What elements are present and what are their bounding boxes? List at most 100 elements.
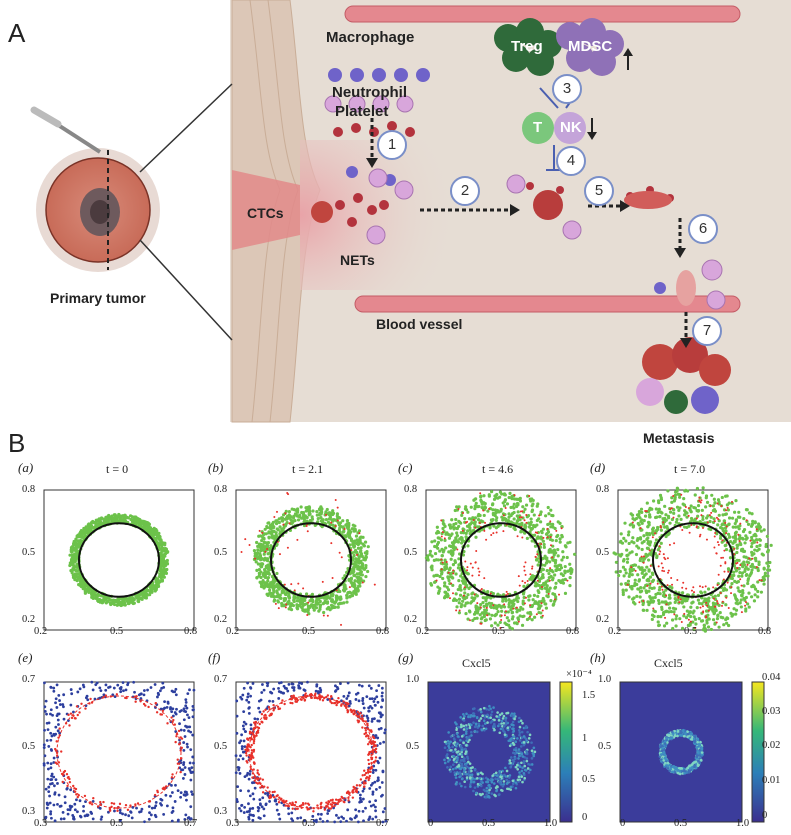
primary-tumor-graphic [30, 106, 160, 272]
immune-cell-dot [737, 533, 740, 536]
immune-cell-dot [441, 531, 444, 534]
immune-cell-dot [245, 749, 248, 752]
immune-cell-dot [267, 705, 271, 709]
ytick-b-bot: 0.2 [214, 614, 228, 625]
immune-cell-dot [92, 797, 95, 800]
xtick-e-mid: 0.5 [110, 818, 124, 829]
immune-cell-dot [710, 511, 713, 514]
immune-cell-dot [461, 512, 464, 515]
immune-cell-dot [134, 700, 137, 703]
immune-cell-dot [717, 518, 720, 521]
heat-cell [473, 729, 477, 733]
immune-cell-dot [272, 709, 275, 712]
heat-cell [493, 728, 496, 732]
heat-cell [520, 761, 523, 765]
step-7-marker: 7 [692, 316, 722, 346]
panel-b-label: B [8, 428, 26, 458]
immune-cell-dot [257, 726, 261, 730]
immune-cell-dot [249, 755, 252, 758]
panel-a-illustration [30, 0, 791, 423]
immune-cell-dot [355, 790, 358, 794]
heat-cell [485, 786, 489, 790]
immune-cell-dot [373, 748, 377, 752]
heat-cell [676, 771, 680, 775]
immune-cell-dot [705, 601, 708, 604]
heat-cell [451, 750, 455, 754]
immune-cell-dot [246, 761, 249, 764]
immune-cell-dot [751, 557, 754, 560]
heat-cell [486, 713, 489, 717]
immune-cell-dot [660, 562, 663, 565]
immune-cell-dot [254, 557, 257, 560]
heat-cell [463, 780, 466, 784]
heat-cell [443, 746, 447, 749]
immune-cell-dot [542, 536, 545, 539]
step-1-marker: 1 [377, 130, 407, 160]
heat-cell [472, 780, 476, 784]
heat-cell [517, 775, 521, 779]
immune-cell-dot [336, 519, 339, 522]
immune-cell-dot [688, 531, 691, 534]
immune-cell-dot [702, 526, 705, 529]
subplot-g-tag: (g) [398, 650, 414, 665]
immune-cell-dot [312, 810, 315, 813]
immune-cell-dot [525, 521, 528, 524]
immune-cell-dot [529, 604, 532, 607]
immune-cell-dot [719, 592, 722, 595]
ytick-c-top: 0.8 [404, 484, 418, 495]
heat-cell [455, 759, 459, 762]
immune-cell-dot [366, 776, 369, 779]
immune-cell-dot [54, 761, 57, 764]
immune-cell-dot [327, 807, 331, 810]
heat-cell [478, 719, 481, 722]
heat-cell [487, 791, 491, 795]
immune-cell-dot [102, 800, 105, 804]
step-5-marker: 5 [584, 176, 614, 206]
immune-cell-dot [649, 582, 652, 585]
heat-cell [445, 742, 448, 745]
xtick-d-left: 0.2 [608, 626, 622, 637]
immune-cell-dot [364, 781, 367, 784]
treg-label: Treg [511, 38, 543, 55]
immune-cell-dot [517, 620, 520, 623]
blue-points-1 [234, 680, 388, 824]
xtick-g-right: 1.0 [544, 818, 558, 829]
colorbar-h-tick-5: 0 [762, 810, 768, 821]
immune-cell-dot [70, 716, 74, 720]
immune-cell-dot [733, 547, 736, 550]
heat-cell [469, 785, 472, 788]
immune-cell-dot [630, 566, 633, 569]
immune-cell-dot [707, 609, 710, 612]
heat-cell [509, 761, 512, 765]
heat-cell [443, 740, 447, 744]
immune-cell-dot [346, 703, 349, 706]
immune-cell-dot [303, 698, 307, 702]
heat-cell [513, 752, 517, 756]
nk-cell-label: NK [560, 119, 582, 136]
immune-cell-dot [296, 538, 299, 541]
immune-cell-dot [666, 557, 669, 560]
subplot-a-tag: (a) [18, 460, 34, 475]
heat-cell [455, 722, 458, 726]
heat-cell [475, 716, 479, 719]
immune-cell-dot [713, 535, 716, 538]
immune-cell-dot [83, 794, 87, 798]
immune-cell-dot [721, 600, 724, 603]
immune-cell-dot [334, 524, 337, 527]
immune-cell-dot [529, 573, 532, 576]
immune-cell-dot [755, 566, 758, 569]
immune-cell-dot [104, 694, 108, 697]
heat-cell [456, 772, 460, 775]
ytick-e-mid: 0.5 [22, 741, 36, 752]
subplot-c-tag: (c) [398, 460, 413, 475]
heat-cell [498, 770, 501, 773]
heat-cell [520, 752, 524, 756]
heat-cell [517, 729, 521, 732]
heat-cell [476, 782, 480, 786]
heat-cell [532, 746, 536, 750]
heat-cell [512, 743, 516, 746]
immune-cell-dot [76, 795, 79, 799]
heat-cell [697, 751, 700, 755]
immune-cell-dot [249, 767, 253, 771]
heat-cell [481, 724, 485, 728]
